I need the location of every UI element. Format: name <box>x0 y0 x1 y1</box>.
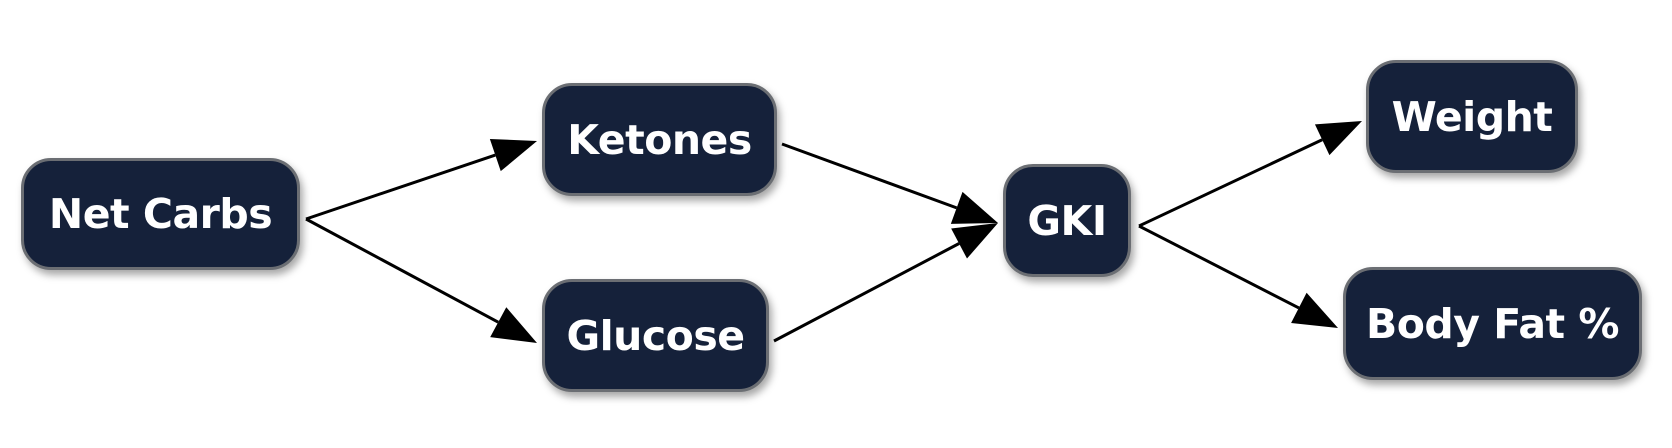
node-weight-label: Weight <box>1391 92 1553 141</box>
arrowhead-gki-to-body_fat <box>1291 292 1338 328</box>
edge-net_carbs-to-ketones <box>305 153 496 221</box>
edge-glucose-to-gki <box>773 242 960 343</box>
edge-gki-to-weight <box>1138 138 1323 228</box>
node-ketones-label: Ketones <box>567 115 752 164</box>
arrowhead-net_carbs-to-glucose <box>490 307 537 343</box>
arrowhead-net_carbs-to-ketones <box>489 138 537 172</box>
node-gki: GKI <box>1003 164 1131 277</box>
node-weight: Weight <box>1366 60 1578 173</box>
arrowhead-ketones-to-gki <box>950 191 998 224</box>
node-glucose-label: Glucose <box>566 311 745 360</box>
node-body-fat-label: Body Fat % <box>1366 299 1620 348</box>
node-ketones: Ketones <box>542 83 777 196</box>
node-body-fat: Body Fat % <box>1343 267 1642 380</box>
edge-ketones-to-gki <box>781 142 958 210</box>
edge-gki-to-body_fat <box>1138 224 1300 310</box>
node-glucose: Glucose <box>542 279 769 392</box>
arrowhead-glucose-to-gki <box>951 223 998 259</box>
node-gki-label: GKI <box>1027 196 1107 245</box>
edge-net_carbs-to-glucose <box>305 217 499 324</box>
node-net-carbs: Net Carbs <box>21 158 300 270</box>
arrowhead-gki-to-weight <box>1314 121 1362 156</box>
node-net-carbs-label: Net Carbs <box>48 190 273 238</box>
